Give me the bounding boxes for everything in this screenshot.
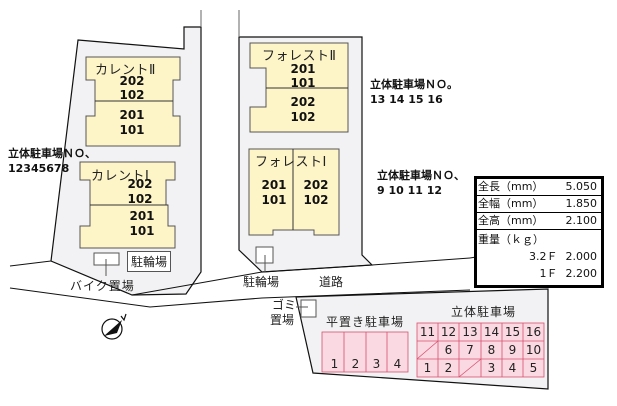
building-forest-1 — [248, 148, 340, 236]
road-label: 道路 — [319, 275, 344, 289]
spec-label: 重量（ｋｇ） — [478, 233, 544, 246]
garbage-label-line1: ゴミ — [272, 298, 297, 312]
note-right-parking-top-numbers: 13 14 15 16 — [370, 93, 443, 106]
multi-slot: 7 — [466, 343, 474, 357]
unit-102: 102 — [303, 193, 329, 207]
flat-slot-2: 2 — [351, 357, 360, 371]
spec-row-length: 全長（mm） 5.050 — [477, 179, 601, 196]
unit-202: 202 — [119, 74, 145, 88]
flat-parking-label: 平置き駐車場 — [326, 315, 405, 329]
spec-row-height: 全高（mm） 2.100 — [477, 213, 601, 230]
spec-label: 全幅（mm） — [478, 197, 544, 210]
spec-value: 2.100 — [565, 214, 598, 227]
unit-202: 202 — [303, 178, 329, 192]
spec-label: 全長（mm） — [478, 180, 544, 193]
multi-slot: 1 — [423, 361, 432, 375]
unit-201: 201 — [290, 62, 316, 76]
note-right-parking-top-title: 立体駐車場ＮＯ。 — [370, 78, 458, 91]
building-name-forest-2: フォレストⅡ — [262, 49, 337, 64]
spec-floor: 1Ｆ — [539, 267, 558, 280]
multi-slot: 13 — [462, 325, 478, 339]
spec-value: 2.200 — [565, 267, 598, 280]
motorbike-parking-label: バイク置場 — [70, 279, 135, 293]
spec-label: 全高（mm） — [478, 214, 544, 227]
multi-slot: 16 — [525, 325, 542, 339]
building-name-current-2: カレントⅡ — [95, 63, 156, 78]
multi-slot: 10 — [525, 343, 542, 357]
unit-101: 101 — [261, 193, 287, 207]
unit-201: 201 — [119, 108, 145, 122]
spec-value: 2.000 — [565, 250, 598, 263]
multi-slot: 9 — [508, 343, 517, 357]
spec-floor: 3.2Ｆ — [529, 250, 558, 263]
unit-202: 202 — [290, 95, 316, 109]
unit-201: 201 — [261, 178, 287, 192]
bike-parking-right-label: 駐輪場 — [243, 275, 280, 289]
north-arrow-icon — [101, 313, 127, 340]
multi-slot: 14 — [483, 325, 500, 339]
note-right-parking-mid-title: 立体駐車場ＮＯ、 — [377, 169, 465, 182]
multi-slot: 5 — [529, 361, 538, 375]
multi-slot: 2 — [444, 361, 453, 375]
flat-slot-1: 1 — [330, 357, 339, 371]
unit-102: 102 — [127, 192, 153, 206]
note-left-parking-numbers: 12345678 — [8, 162, 70, 175]
spec-value: 1.850 — [565, 197, 598, 210]
spec-weight-row-1f: 1Ｆ 2.200 — [477, 265, 601, 282]
note-right-parking-mid-numbers: 9 10 11 12 — [377, 184, 443, 197]
multi-slot: 6 — [444, 343, 453, 357]
garbage-label-line2: 置場 — [270, 313, 295, 327]
unit-102: 102 — [119, 88, 145, 102]
multi-slot: 3 — [487, 361, 496, 375]
multi-parking-grid — [416, 322, 545, 378]
multi-slot: 8 — [487, 343, 496, 357]
multi-slot: 4 — [508, 361, 517, 375]
multi-slot: 11 — [419, 325, 436, 339]
unit-201: 201 — [129, 209, 155, 223]
spec-weight-row-3-2f: 3.2Ｆ 2.000 — [477, 248, 601, 265]
note-left-parking-title: 立体駐車場ＮＯ、 — [8, 147, 96, 160]
parking-spec-table: 全長（mm） 5.050 全幅（mm） 1.850 全高（mm） 2.100 重… — [474, 176, 604, 288]
unit-101: 101 — [129, 224, 155, 238]
unit-102: 102 — [290, 110, 316, 124]
spec-row-width: 全幅（mm） 1.850 — [477, 196, 601, 213]
unit-202: 202 — [127, 177, 153, 191]
flat-parking-grid — [321, 331, 409, 373]
spec-row-weight: 重量（ｋｇ） — [477, 230, 601, 248]
unit-101: 101 — [290, 76, 316, 90]
bike-parking-left-label: 駐輪場 — [127, 251, 172, 272]
multi-slot: 15 — [504, 325, 521, 339]
flat-slot-3: 3 — [372, 357, 381, 371]
spec-value: 5.050 — [565, 180, 598, 193]
building-name-current-1: カレントⅠ — [91, 169, 150, 184]
multi-slot: 12 — [440, 325, 457, 339]
multi-parking-label: 立体駐車場 — [451, 305, 517, 319]
flat-slot-4: 4 — [393, 357, 402, 371]
unit-101: 101 — [119, 123, 145, 137]
building-name-forest-1: フォレストⅠ — [255, 155, 327, 170]
